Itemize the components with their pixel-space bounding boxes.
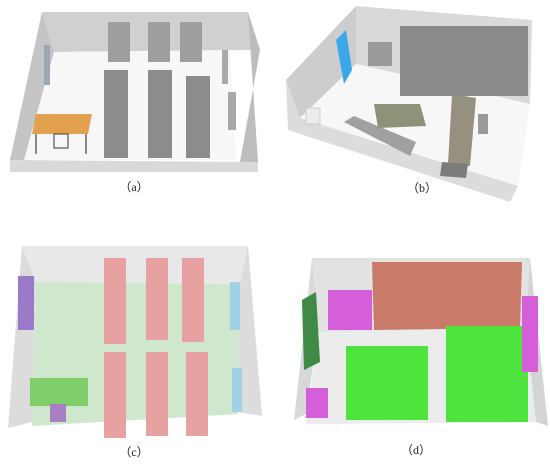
panel-d-magenta-3 bbox=[306, 388, 328, 418]
panel-d-green-2 bbox=[446, 326, 528, 422]
panel-b-table bbox=[374, 104, 426, 128]
panel-a-right-wall bbox=[240, 12, 260, 162]
panel-d-dark-green bbox=[302, 292, 320, 370]
panel-a-caption: （a） bbox=[119, 180, 149, 194]
panel-b-render bbox=[286, 6, 532, 202]
panel-c-shelves bbox=[104, 258, 208, 438]
panel-a-shelves-back bbox=[108, 22, 202, 62]
panel-c-window-1 bbox=[230, 282, 240, 330]
panel-a-right-window-1 bbox=[222, 50, 228, 84]
panel-b-left-wall bbox=[286, 6, 356, 118]
panel-d-green-1 bbox=[346, 346, 428, 420]
panel-b-bookshelves bbox=[400, 26, 528, 96]
panel-a-front-edge bbox=[10, 160, 258, 172]
panel-b-desk bbox=[448, 94, 476, 166]
panel-a-window bbox=[44, 45, 50, 85]
panel-b-cabinet bbox=[440, 162, 468, 178]
panel-d-magenta-2 bbox=[522, 296, 538, 372]
panel-d-cabinet bbox=[372, 262, 522, 330]
panel-a-left-wall bbox=[10, 12, 54, 160]
panel-c-table bbox=[30, 378, 88, 406]
panel-c-purple-panel bbox=[18, 276, 34, 330]
panel-c-window-2 bbox=[232, 368, 242, 412]
panel-a-render bbox=[10, 12, 260, 172]
panel-b-caption: （b） bbox=[406, 181, 437, 195]
panel-c-right-wall bbox=[238, 246, 262, 416]
panel-a-chair bbox=[53, 133, 69, 149]
panel-a-shelves-front bbox=[104, 70, 210, 158]
panel-c-caption: （c） bbox=[119, 445, 149, 459]
panel-b-sofa bbox=[344, 116, 416, 156]
panel-b-window bbox=[336, 30, 352, 84]
panel-d-caption: （d） bbox=[400, 443, 431, 457]
panel-a-right-window-2 bbox=[228, 92, 236, 130]
panel-a-desk bbox=[32, 114, 92, 134]
panel-c-back-wall bbox=[22, 246, 248, 284]
panel-c-segmentation bbox=[8, 246, 262, 438]
panel-b-chair bbox=[478, 114, 488, 134]
panel-d-segmentation bbox=[294, 258, 548, 426]
panel-c-chair bbox=[50, 404, 66, 422]
panel-d-magenta-1 bbox=[328, 290, 372, 330]
